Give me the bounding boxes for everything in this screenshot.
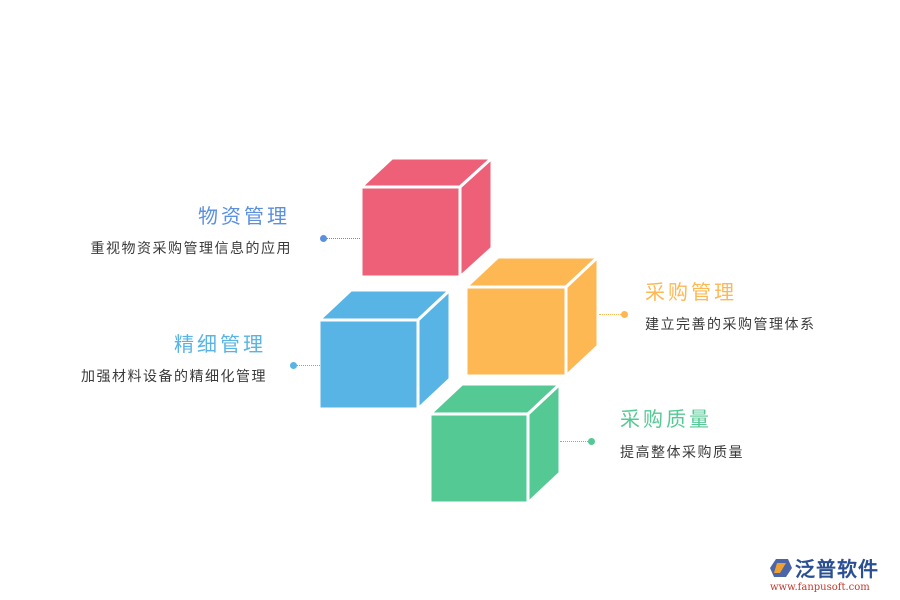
logo-icon	[770, 558, 792, 577]
materials-title: 物资管理	[198, 204, 290, 228]
brand-logo: 泛普软件 www.fanpusoft.com	[770, 553, 895, 593]
cube-procurement	[464, 255, 600, 378]
refined-title: 精细管理	[174, 332, 266, 356]
refined-desc: 加强材料设备的精细化管理	[81, 369, 267, 385]
procurement-title: 采购管理	[645, 280, 737, 304]
materials-desc: 重视物资采购管理信息的应用	[90, 241, 292, 257]
procurement-connector-dot	[621, 311, 628, 318]
materials-connector-line	[326, 238, 360, 239]
cube-materials	[359, 156, 494, 279]
cube-refined	[317, 288, 452, 411]
procurement-desc: 建立完善的采购管理体系	[645, 317, 816, 333]
cube-quality	[428, 382, 562, 505]
quality-connector-line	[560, 441, 590, 442]
quality-desc: 提高整体采购质量	[620, 445, 744, 461]
logo-url: www.fanpusoft.com	[770, 582, 870, 593]
materials-connector-dot	[320, 235, 327, 242]
refined-connector-line	[296, 365, 320, 366]
procurement-connector-line	[599, 314, 623, 315]
quality-title: 采购质量	[620, 407, 712, 431]
refined-connector-dot	[290, 362, 297, 369]
logo-name: 泛普软件	[795, 557, 879, 581]
quality-connector-dot	[588, 438, 595, 445]
